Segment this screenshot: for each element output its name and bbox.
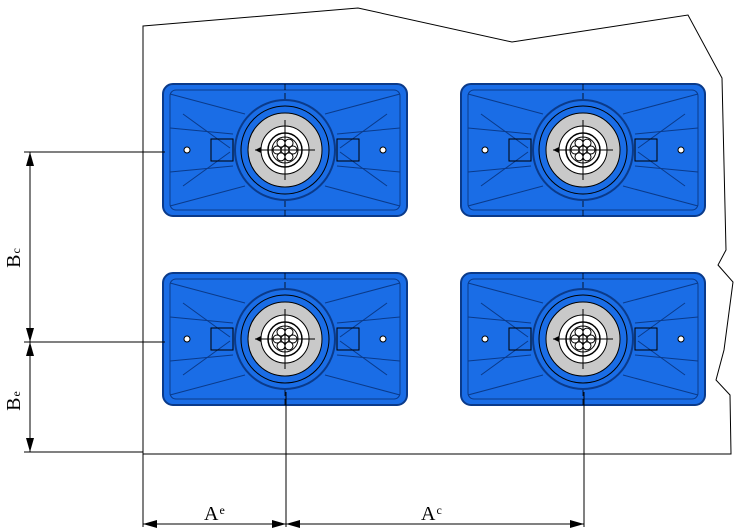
dimension-label-bc: Bc [3, 248, 25, 268]
bolt-hole [183, 146, 191, 154]
block-bottom-right [460, 272, 706, 406]
bolt-hole [183, 335, 191, 343]
bolt-hole [677, 146, 685, 154]
blocks-layer [162, 83, 706, 406]
dimension-lines [24, 151, 585, 527]
bolt-hole [379, 146, 387, 154]
dimension-label-ac: Ac [421, 503, 442, 525]
bolt-hole [481, 146, 489, 154]
dimension-label-ae: Ae [204, 503, 225, 525]
plate-outline [142, 7, 734, 455]
bolt-hole [379, 335, 387, 343]
dimension-arrows [26, 152, 584, 528]
block-bottom-left [162, 272, 408, 406]
block-top-right [460, 83, 706, 217]
bolt-hole [481, 335, 489, 343]
block-top-left [162, 83, 408, 217]
dimension-label-be: Be [3, 391, 25, 411]
bolt-hole [677, 335, 685, 343]
